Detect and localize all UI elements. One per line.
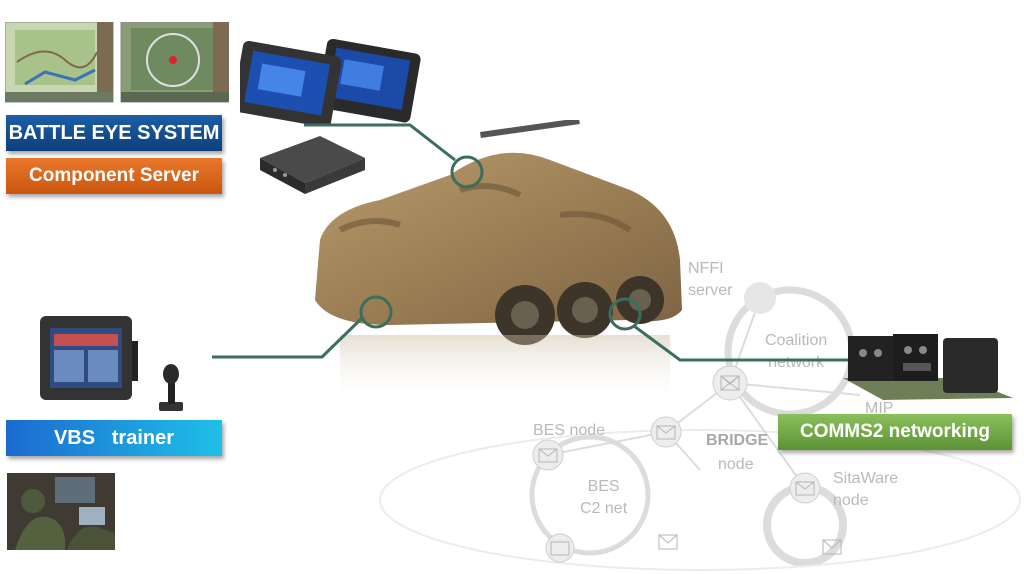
network-node-icon [822,539,842,555]
trainer-console-icon [40,316,138,400]
nffi-server-node [744,282,776,314]
vbs-trainer-banner: VBS trainer [6,420,222,456]
bes-node-label: BES node [533,422,606,439]
bridge-node-label: node [718,456,754,473]
bes-c2-net-label: BES C2 net [580,478,628,517]
network-node-icon [712,365,748,401]
connector-trainer-to-vehicle [212,316,364,359]
simulator-photo-icon [7,473,115,550]
network-node-icon [650,416,682,448]
coalition-network-label: Coalition network [765,332,828,371]
comms2-networking-banner: COMMS2 networking [778,414,1012,450]
connector-ring [608,297,642,331]
map-screenshot-icon [5,22,114,103]
network-node-icon [545,533,575,563]
sitaware-node-label: SitaWare node [833,470,899,509]
rugged-tablet-icon [240,38,421,125]
joystick-icon [159,364,183,411]
bridge-label: BRIDGE [706,432,769,449]
bes-c2-net-ring [529,434,651,556]
map-screenshot-icon [120,22,229,103]
connector-ring [450,155,484,189]
network-node-icon [532,439,564,471]
connector-ring [359,295,393,329]
connector-tablet-to-vehicle [304,123,456,162]
mip-label: MIP [865,400,894,417]
connector-vehicle-to-comms [633,324,850,362]
radio-equipment-icon [843,334,1013,400]
network-node-icon [658,534,678,550]
network-node-icon [789,472,821,504]
battle-eye-system-banner: BATTLE EYE SYSTEM [6,115,222,151]
map-screenshots [5,22,229,103]
armored-vehicle-icon [315,120,682,405]
server-box-icon [260,136,365,194]
component-server-banner: Component Server [6,158,222,194]
nffi-server-label: NFFI server [688,260,733,299]
